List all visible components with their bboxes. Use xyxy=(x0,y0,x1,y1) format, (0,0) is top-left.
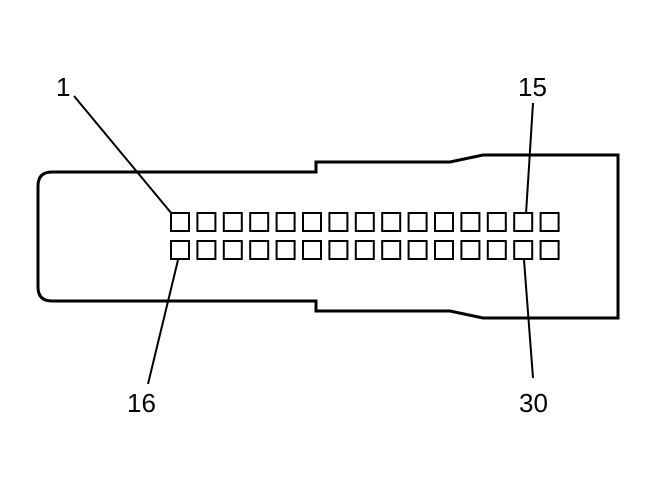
pin-label-15: 15 xyxy=(518,72,547,102)
pin-cavity-29 xyxy=(513,240,534,260)
pin-cavity-10 xyxy=(407,212,428,232)
pin-cavity-26 xyxy=(434,240,454,260)
pin-cavity-6 xyxy=(302,212,322,232)
leader-line-pin-1 xyxy=(73,95,173,215)
pin-cavity-23 xyxy=(354,240,375,260)
pin-cavity-22 xyxy=(328,240,349,260)
pin-cavity-8 xyxy=(354,212,375,232)
pin-label-1: 1 xyxy=(56,72,70,102)
pin-cavity-11 xyxy=(434,212,454,232)
leader-line-pin-30 xyxy=(523,259,534,379)
pin-cavity-18 xyxy=(222,240,243,260)
pin-cavity-7 xyxy=(328,212,349,232)
pin-label-30: 30 xyxy=(519,388,548,418)
pin-cavity-17 xyxy=(196,240,217,260)
pin-cavity-15 xyxy=(539,212,560,232)
pin-cavity-9 xyxy=(381,212,402,232)
pin-cavity-4 xyxy=(249,212,270,232)
pin-cavity-5 xyxy=(275,212,296,232)
leader-line-pin-16 xyxy=(147,259,179,385)
pin-cavity-14 xyxy=(513,212,534,232)
pin-cavity-19 xyxy=(249,240,270,260)
pin-cavity-20 xyxy=(275,240,296,260)
pin-cavity-30 xyxy=(539,240,560,260)
pin-cavity-13 xyxy=(486,212,507,232)
pin-cavity-27 xyxy=(460,240,481,260)
bottom-pin-row xyxy=(170,240,560,260)
top-pin-row xyxy=(170,212,560,232)
pin-cavity-28 xyxy=(486,240,507,260)
pin-cavity-25 xyxy=(407,240,428,260)
pin-cavity-3 xyxy=(222,212,243,232)
pin-cavity-21 xyxy=(302,240,322,260)
pin-cavity-1 xyxy=(170,212,190,232)
pin-cavity-12 xyxy=(460,212,481,232)
connector-housing-outline xyxy=(36,153,620,320)
pin-label-16: 16 xyxy=(127,388,156,418)
pin-cavity-24 xyxy=(381,240,402,260)
leader-line-pin-15 xyxy=(525,102,534,215)
pin-cavity-16 xyxy=(170,240,190,260)
pin-cavity-2 xyxy=(196,212,217,232)
